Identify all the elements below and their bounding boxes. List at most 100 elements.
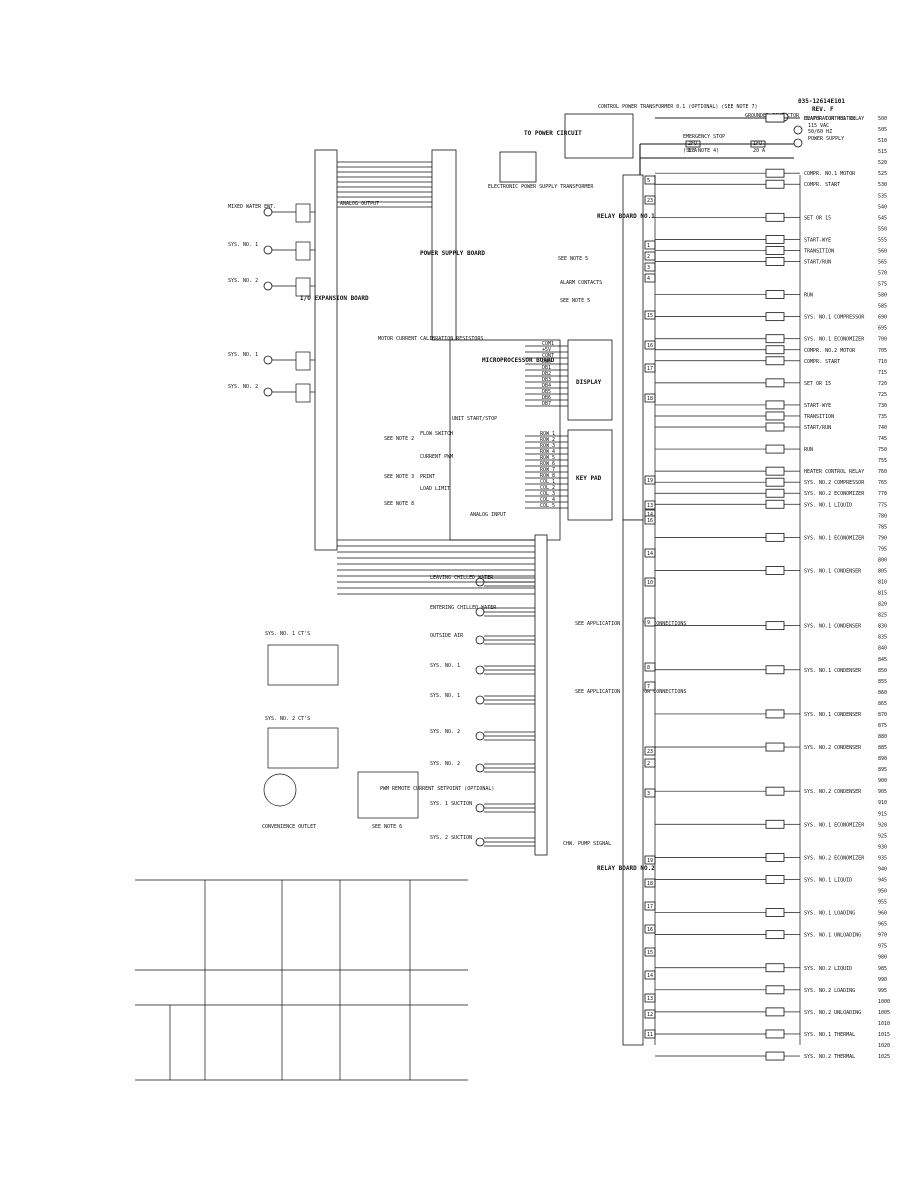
function-label: RUN — [804, 447, 813, 453]
rung-number: 585 — [878, 304, 887, 310]
function-label: START-WYE — [804, 403, 831, 409]
rung-number: 955 — [878, 900, 887, 906]
relay-terminal-label: 14 — [647, 512, 653, 518]
rung-number: 890 — [878, 756, 887, 762]
relay-coil — [765, 411, 785, 421]
sensor-icon — [263, 281, 273, 291]
relay-board-1 — [622, 174, 644, 521]
rung-number: 785 — [878, 524, 887, 530]
rung-number: 735 — [878, 414, 887, 420]
rung-number: 990 — [878, 977, 887, 983]
relay-terminal-label: 17 — [647, 904, 653, 910]
rung-number: 765 — [878, 480, 887, 486]
emergency-stop-label: EMERGENCY STOP — [683, 134, 725, 140]
sensor-icon — [475, 695, 485, 705]
sensor-label: SYS. 1 SUCTION — [430, 801, 472, 807]
function-label: EVAPORATOR HEATER — [804, 116, 856, 122]
function-label: SET OR 15 — [804, 381, 831, 387]
function-label: SYS. NO.1 ECONOMIZER — [804, 535, 865, 541]
rung-number: 750 — [878, 447, 887, 453]
function-label: START/RUN — [804, 259, 831, 265]
rung-number: 875 — [878, 723, 887, 729]
pwm-remote-label: PWM REMOTE CURRENT SETPOINT (OPTIONAL) — [380, 786, 494, 792]
relay-terminal-label: 11 — [647, 1032, 653, 1038]
display-line-label: DB3 — [542, 377, 551, 383]
function-label: COMPR. NO.1 MOTOR — [804, 171, 856, 177]
function-label: HEATER CONTROL RELAY — [804, 469, 864, 475]
display-label: DISPLAY — [576, 379, 602, 386]
rung-number: 940 — [878, 866, 887, 872]
rung-number: 760 — [878, 469, 887, 475]
sensor-icon — [475, 763, 485, 773]
rung-number: 920 — [878, 822, 887, 828]
function-label: START/RUN — [804, 425, 831, 431]
keypad-row-label: COL 4 — [540, 497, 555, 503]
function-label: COMPR. START — [804, 182, 840, 188]
sensor-label: SYS. NO. 1 — [228, 242, 258, 248]
rung-number: 515 — [878, 149, 887, 155]
function-label: HEATER CONTROL RELAY — [804, 116, 864, 122]
relay-coil — [765, 819, 785, 829]
function-label: SYS. NO.2 UNLOADING — [804, 1010, 861, 1016]
rung-number: 835 — [878, 635, 887, 641]
rung-number: 740 — [878, 425, 887, 431]
see-note-4: (SEE NOTE 4) — [683, 148, 719, 154]
convenience-outlet-label: CONVENIENCE OUTLET — [262, 824, 316, 830]
relay-coil — [765, 908, 785, 917]
rung-number: 555 — [878, 237, 887, 243]
relay-coil — [765, 444, 785, 454]
relay-coil — [765, 1007, 785, 1017]
function-label: SET OR 15 — [804, 215, 831, 221]
function-label: SYS. NO.1 COMPRESSOR — [804, 315, 865, 321]
rung-number: 725 — [878, 392, 887, 398]
rung-number: 540 — [878, 204, 887, 210]
relay-board-1-label: RELAY BOARD NO.1 — [597, 213, 655, 220]
sensor-label: LEAVING CHILLED WATER — [430, 575, 494, 581]
rung-number: 1025 — [878, 1054, 890, 1060]
sensor-icon — [475, 635, 485, 645]
relay-terminal-label: 15 — [647, 950, 653, 956]
relay-coil — [765, 477, 785, 487]
rung-number: 1010 — [878, 1021, 890, 1027]
relay-coil — [765, 875, 785, 884]
fuse-1fu-rating: 20 A — [753, 148, 765, 154]
sensor-connector — [295, 351, 311, 371]
relay-coil — [765, 852, 785, 862]
relay-coil — [765, 400, 785, 410]
sensor-label: SYS. NO. 2 — [430, 729, 460, 735]
rung-number: 700 — [878, 337, 887, 343]
function-label: SYS. NO.1 CONDENSER — [804, 668, 862, 674]
flow-switch-label: FLOW SWITCH — [420, 431, 453, 437]
display-line-label: DB7 — [542, 401, 551, 407]
rung-number: 895 — [878, 767, 887, 773]
see-note-8: SEE NOTE 8 — [384, 501, 414, 507]
display-line-label: COM1 — [542, 341, 554, 347]
rung-number: 755 — [878, 458, 887, 464]
rung-number: 880 — [878, 734, 887, 740]
rung-number: 825 — [878, 613, 887, 619]
display-line-label: DB4 — [542, 383, 551, 389]
relay-coil — [765, 234, 785, 244]
rung-number: 805 — [878, 568, 887, 574]
rung-number: 910 — [878, 800, 887, 806]
rung-number: 965 — [878, 922, 887, 928]
sensor-icon — [263, 387, 273, 397]
relay-terminal-label: 14 — [647, 973, 653, 979]
rung-number: 565 — [878, 259, 887, 265]
keypad-row-label: COL 3 — [540, 491, 555, 497]
function-label: SYS. NO.1 LIQUID — [804, 502, 852, 508]
rung-number: 980 — [878, 955, 887, 961]
rung-number: 1020 — [878, 1043, 890, 1049]
keypad-module — [567, 429, 613, 521]
relay-coil — [765, 488, 785, 498]
sensor-icon — [263, 355, 273, 365]
rung-number: 840 — [878, 646, 887, 652]
relay-terminal-label: 2 — [647, 761, 650, 767]
keypad-label: KEY PAD — [576, 475, 602, 482]
relay-coil — [765, 1029, 785, 1039]
rung-number: 975 — [878, 944, 887, 950]
